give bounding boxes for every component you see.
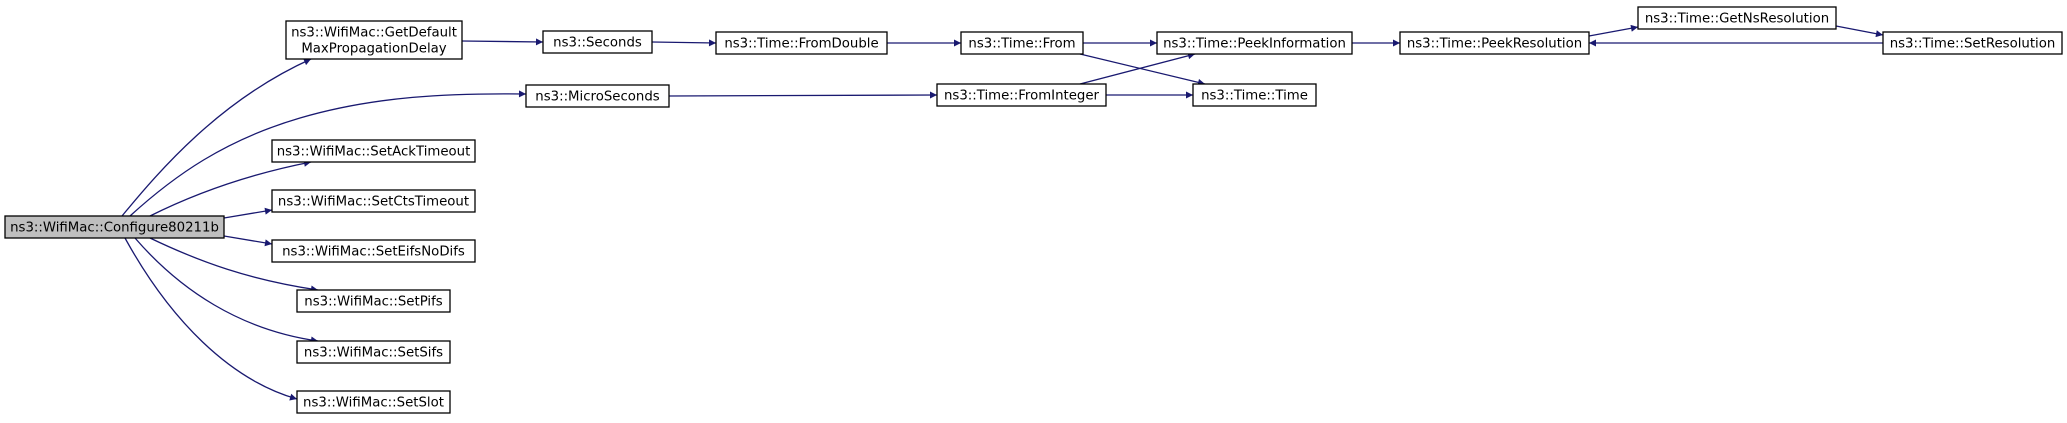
edge-peekresolution-to-getnsresolution <box>1588 24 1639 37</box>
edge-line <box>149 237 319 293</box>
node-setresolution[interactable]: ns3::Time::SetResolution <box>1882 31 2063 55</box>
node-configure[interactable]: ns3::WifiMac::Configure80211b <box>4 215 225 239</box>
edge-configure-to-setctstimeout <box>223 207 273 219</box>
edge-line <box>223 235 273 247</box>
node-label: ns3::WifiMac::GetDefault <box>291 26 457 41</box>
edge-getdefault-to-seconds <box>461 38 544 46</box>
node-setacktimeout[interactable]: ns3::WifiMac::SetAckTimeout <box>271 139 476 163</box>
node-box <box>1156 31 1353 55</box>
edge-line <box>129 90 527 217</box>
edge-line <box>668 91 938 99</box>
edge-line <box>461 38 544 46</box>
node-box <box>271 139 476 163</box>
edge-getnsresolution-to-setresolution <box>1835 25 1884 38</box>
node-box <box>1192 83 1317 107</box>
node-setslot[interactable]: ns3::WifiMac::SetSlot <box>296 390 451 414</box>
edges-layer <box>121 24 1884 401</box>
edge-line <box>1588 24 1639 37</box>
node-box <box>1399 31 1590 55</box>
node-box <box>271 239 476 263</box>
node-label: ns3::Time::FromInteger <box>944 89 1100 104</box>
node-label: ns3::WifiMac::SetSifs <box>304 346 443 361</box>
node-getdefault[interactable]: ns3::WifiMac::GetDefaultMaxPropagationDe… <box>285 20 463 60</box>
node-label: MaxPropagationDelay <box>301 42 446 57</box>
edge-frominteger-to-peekinformation <box>1079 52 1196 85</box>
node-fromdouble[interactable]: ns3::Time::FromDouble <box>715 31 888 55</box>
edge-configure-to-setpifs <box>149 237 319 293</box>
node-label: ns3::WifiMac::SetSlot <box>303 396 444 411</box>
node-box <box>285 20 463 60</box>
node-label: ns3::WifiMac::SetCtsTimeout <box>278 195 469 210</box>
edge-configure-to-getdefault <box>121 58 312 217</box>
edge-line <box>1079 52 1196 85</box>
edge-line <box>124 237 298 401</box>
nodes-layer: ns3::WifiMac::Configure80211bns3::WifiMa… <box>4 6 2063 414</box>
node-time[interactable]: ns3::Time::Time <box>1192 83 1317 107</box>
node-box <box>296 340 451 364</box>
node-label: ns3::WifiMac::Configure80211b <box>10 221 219 236</box>
node-from[interactable]: ns3::Time::From <box>960 31 1084 55</box>
node-label: ns3::Time::GetNsResolution <box>1645 12 1829 27</box>
node-getnsresolution[interactable]: ns3::Time::GetNsResolution <box>1637 6 1837 30</box>
node-box <box>296 289 451 313</box>
edge-line <box>223 207 273 219</box>
node-box <box>525 84 670 108</box>
node-box <box>271 189 476 213</box>
node-label: ns3::Time::FromDouble <box>724 37 878 52</box>
node-box <box>1882 31 2063 55</box>
node-peekresolution[interactable]: ns3::Time::PeekResolution <box>1399 31 1590 55</box>
edge-line <box>149 159 312 217</box>
node-label: ns3::WifiMac::SetAckTimeout <box>277 145 471 160</box>
edge-seconds-to-fromdouble <box>651 39 717 47</box>
node-setctstimeout[interactable]: ns3::WifiMac::SetCtsTimeout <box>271 189 476 213</box>
node-box <box>936 83 1107 107</box>
edge-configure-to-setslot <box>124 237 298 401</box>
node-label: ns3::Time::Time <box>1201 89 1308 104</box>
node-seconds[interactable]: ns3::Seconds <box>542 30 653 54</box>
node-box <box>960 31 1084 55</box>
edge-line <box>134 237 319 344</box>
edge-line <box>1835 25 1884 38</box>
node-label: ns3::Time::PeekResolution <box>1407 37 1582 52</box>
node-box <box>4 215 225 239</box>
node-microseconds[interactable]: ns3::MicroSeconds <box>525 84 670 108</box>
node-label: ns3::MicroSeconds <box>535 90 659 105</box>
edge-configure-to-setacktimeout <box>149 159 312 217</box>
node-label: ns3::Seconds <box>553 36 642 51</box>
node-label: ns3::WifiMac::SetPifs <box>304 295 443 310</box>
node-setsifs[interactable]: ns3::WifiMac::SetSifs <box>296 340 451 364</box>
edge-configure-to-seteifsnodifs <box>223 235 273 247</box>
node-peekinformation[interactable]: ns3::Time::PeekInformation <box>1156 31 1353 55</box>
node-seteifsnodifs[interactable]: ns3::WifiMac::SetEifsNoDifs <box>271 239 476 263</box>
edge-line <box>121 58 312 217</box>
node-setpifs[interactable]: ns3::WifiMac::SetPifs <box>296 289 451 313</box>
edge-from-to-time <box>1079 53 1206 86</box>
node-frominteger[interactable]: ns3::Time::FromInteger <box>936 83 1107 107</box>
edge-line <box>1079 53 1206 86</box>
node-label: ns3::Time::PeekInformation <box>1163 37 1346 52</box>
edge-configure-to-setsifs <box>134 237 319 344</box>
edge-configure-to-microseconds <box>129 90 527 217</box>
node-label: ns3::Time::SetResolution <box>1890 37 2056 52</box>
node-box <box>715 31 888 55</box>
node-label: ns3::Time::From <box>968 37 1075 52</box>
node-box <box>1637 6 1837 30</box>
node-box <box>542 30 653 54</box>
node-box <box>296 390 451 414</box>
node-label: ns3::WifiMac::SetEifsNoDifs <box>282 245 465 260</box>
edge-microseconds-to-frominteger <box>668 91 938 99</box>
edge-line <box>651 39 717 47</box>
